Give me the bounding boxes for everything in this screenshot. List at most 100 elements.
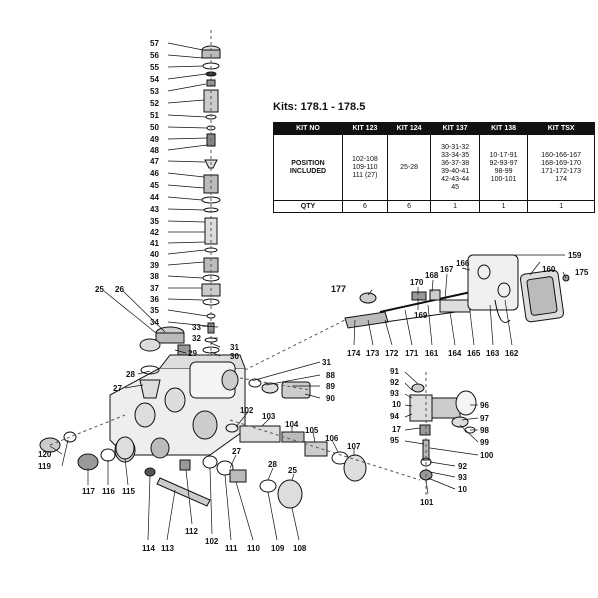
leader-lines bbox=[49, 42, 567, 541]
qty-kit-138: 1 bbox=[478, 200, 529, 213]
label-37: 37 bbox=[150, 284, 159, 293]
label-93: 93 bbox=[390, 389, 399, 398]
label-107: 107 bbox=[347, 442, 361, 451]
label-97: 97 bbox=[480, 414, 489, 423]
label-34: 34 bbox=[150, 318, 159, 327]
positions-kit-124: 25-28 bbox=[386, 134, 432, 201]
label-111: 111 bbox=[225, 544, 238, 553]
label-169: 169 bbox=[414, 311, 428, 320]
label-170: 170 bbox=[410, 278, 424, 287]
port-fittings bbox=[239, 377, 311, 399]
label-44: 44 bbox=[150, 193, 159, 202]
label-10b: 10 bbox=[458, 485, 467, 494]
label-31: 31 bbox=[230, 343, 239, 352]
kits-table: KIT NO KIT 123 KIT 124 KIT 137 KIT 138 K… bbox=[273, 122, 595, 213]
label-27: 27 bbox=[113, 384, 122, 393]
label-103: 103 bbox=[262, 412, 276, 421]
label-93b: 93 bbox=[458, 473, 467, 482]
label-54: 54 bbox=[150, 75, 159, 84]
bottom-parts bbox=[144, 455, 303, 509]
label-96: 96 bbox=[480, 401, 489, 410]
label-110: 110 bbox=[247, 544, 260, 553]
label-32: 32 bbox=[192, 334, 201, 343]
label-119: 119 bbox=[38, 462, 51, 471]
label-167: 167 bbox=[440, 265, 454, 274]
label-101: 101 bbox=[420, 498, 434, 507]
label-120: 120 bbox=[38, 450, 52, 459]
label-88: 88 bbox=[326, 371, 335, 380]
cylinder-parts bbox=[225, 419, 421, 482]
tsx-assembly bbox=[344, 254, 570, 329]
label-163: 163 bbox=[486, 349, 500, 358]
label-171: 171 bbox=[405, 349, 419, 358]
header-kit-no: KIT NO bbox=[273, 122, 343, 135]
label-92b: 92 bbox=[458, 462, 467, 471]
label-48: 48 bbox=[150, 146, 159, 155]
label-166: 166 bbox=[456, 259, 470, 268]
label-49: 49 bbox=[150, 135, 159, 144]
label-91: 91 bbox=[390, 367, 399, 376]
label-43: 43 bbox=[150, 205, 159, 214]
label-165: 165 bbox=[467, 349, 481, 358]
label-35b: 35 bbox=[150, 306, 159, 315]
qty-kit-tsx: 1 bbox=[527, 200, 595, 213]
label-174: 174 bbox=[347, 349, 361, 358]
label-55: 55 bbox=[150, 63, 159, 72]
label-95: 95 bbox=[390, 436, 399, 445]
label-33: 33 bbox=[192, 323, 201, 332]
label-56: 56 bbox=[150, 51, 159, 60]
label-10: 10 bbox=[392, 400, 401, 409]
label-50: 50 bbox=[150, 123, 159, 132]
label-112: 112 bbox=[185, 527, 198, 536]
label-160: 160 bbox=[542, 265, 556, 274]
label-173: 173 bbox=[366, 349, 380, 358]
label-99: 99 bbox=[480, 438, 489, 447]
label-35a: 35 bbox=[150, 217, 159, 226]
header-kit-138: KIT 138 bbox=[478, 122, 529, 135]
label-30: 30 bbox=[230, 352, 239, 361]
label-31-port: 31 bbox=[322, 358, 331, 367]
label-162: 162 bbox=[505, 349, 519, 358]
header-kit-123: KIT 123 bbox=[342, 122, 388, 135]
label-106: 106 bbox=[325, 434, 339, 443]
positions-kit-138: 10-17-91 92-93-97 98-99 100-101 bbox=[478, 134, 529, 201]
label-42: 42 bbox=[150, 228, 159, 237]
label-108: 108 bbox=[293, 544, 307, 553]
label-104: 104 bbox=[285, 420, 299, 429]
label-46: 46 bbox=[150, 169, 159, 178]
label-28: 28 bbox=[126, 370, 135, 379]
label-115: 115 bbox=[122, 487, 135, 496]
label-109: 109 bbox=[271, 544, 285, 553]
label-25: 25 bbox=[95, 285, 104, 294]
label-113: 113 bbox=[161, 544, 174, 553]
label-92: 92 bbox=[390, 378, 399, 387]
label-45: 45 bbox=[150, 181, 159, 190]
label-98: 98 bbox=[480, 426, 489, 435]
label-57: 57 bbox=[150, 39, 159, 48]
label-28b: 28 bbox=[268, 460, 277, 469]
label-38: 38 bbox=[150, 272, 159, 281]
label-159: 159 bbox=[568, 251, 582, 260]
label-161: 161 bbox=[425, 349, 439, 358]
qty-kit-123: 6 bbox=[342, 200, 388, 213]
label-117: 117 bbox=[82, 487, 95, 496]
label-36: 36 bbox=[150, 295, 159, 304]
label-27b: 27 bbox=[232, 447, 241, 456]
label-89: 89 bbox=[326, 382, 335, 391]
label-168: 168 bbox=[425, 271, 439, 280]
label-25b: 25 bbox=[288, 466, 297, 475]
label-94: 94 bbox=[390, 412, 399, 421]
label-177: 177 bbox=[331, 284, 346, 294]
label-102: 102 bbox=[240, 406, 254, 415]
valve-column-parts bbox=[201, 30, 221, 360]
label-39: 39 bbox=[150, 261, 159, 270]
label-52: 52 bbox=[150, 99, 159, 108]
label-40: 40 bbox=[150, 250, 159, 259]
label-53: 53 bbox=[150, 87, 159, 96]
label-164: 164 bbox=[448, 349, 462, 358]
qty-label: QTY bbox=[273, 200, 343, 213]
label-26: 26 bbox=[115, 285, 124, 294]
label-105: 105 bbox=[305, 426, 319, 435]
label-114: 114 bbox=[142, 544, 155, 553]
